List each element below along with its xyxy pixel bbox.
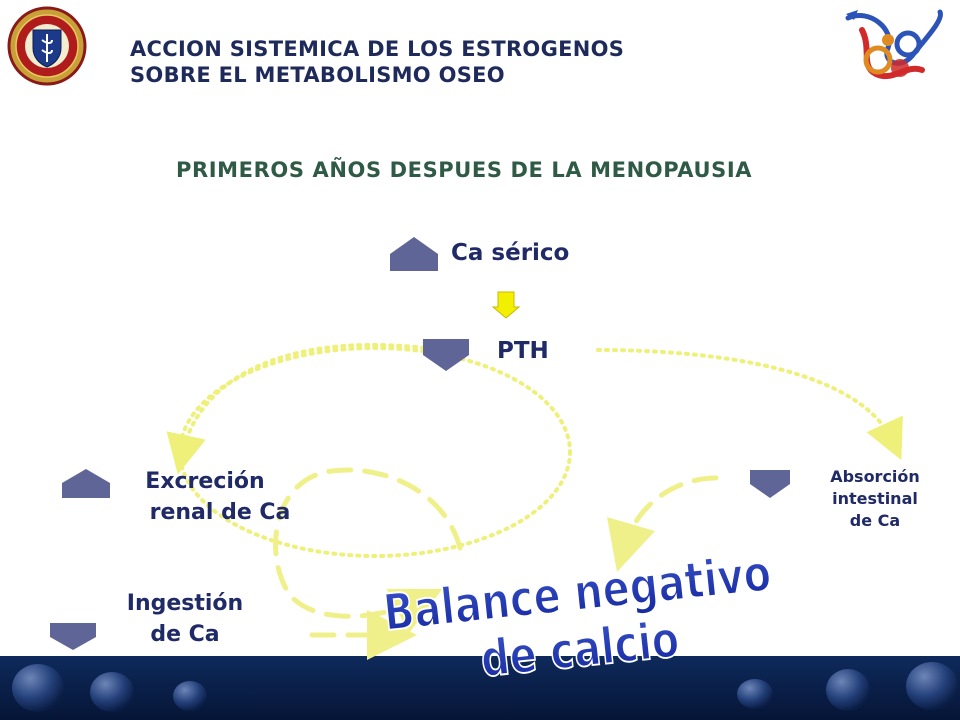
excrecion-line2: renal de Ca [149, 500, 291, 525]
slide-subtitle: PRIMEROS AÑOS DESPUES DE LA MENOPAUSIA [176, 158, 753, 182]
absorcion-line3: de Ca [849, 511, 901, 530]
down-arrow-icon [423, 339, 469, 371]
footer-bubble [826, 669, 870, 711]
down-arrow-icon [750, 470, 790, 498]
up-arrow-icon [62, 469, 110, 498]
title-line1: ACCION SISTEMICA DE LOS ESTROGENOS [130, 37, 625, 61]
absorcion-line1: Absorción [830, 467, 920, 486]
dotted-pathways [166, 342, 903, 558]
footer-bubble [173, 681, 207, 711]
label-absorcion-intestinal: Absorción intestinal de Ca [810, 466, 940, 532]
university-seal-logo [7, 6, 87, 86]
up-arrow-icon [390, 237, 438, 271]
label-ingestion: Ingestión de Ca [100, 588, 270, 650]
label-excrecion-renal: Excreción renal de Ca [120, 466, 320, 528]
dashed-arrow-absorcion-to-balance [607, 475, 719, 572]
footer-bubble [90, 672, 134, 712]
footer-bubble [737, 679, 773, 709]
conference-logo [845, 9, 943, 79]
footer-bubble [906, 662, 958, 710]
label-ca-serico: Ca sérico [451, 240, 570, 266]
absorcion-line2: intestinal [832, 489, 918, 508]
dashed-arrow-excrecion-to-balance [273, 467, 463, 634]
slide-title: ACCION SISTEMICA DE LOS ESTROGENOS SOBRE… [130, 36, 624, 88]
footer-band [0, 656, 960, 720]
footer-bubble [12, 664, 64, 712]
label-pth: PTH [497, 338, 549, 364]
dotted-arrow-to-absorcion [596, 348, 903, 461]
ingestion-line2: de Ca [150, 622, 220, 647]
yellow-down-arrow-icon [491, 291, 521, 319]
dashed-pathways [273, 467, 719, 660]
excrecion-line1: Excreción [145, 469, 265, 494]
ingestion-line1: Ingestión [126, 591, 244, 616]
down-arrow-icon [50, 623, 96, 650]
dotted-arrow-to-excrecion [166, 342, 442, 475]
title-line2: SOBRE EL METABOLISMO OSEO [130, 63, 505, 87]
